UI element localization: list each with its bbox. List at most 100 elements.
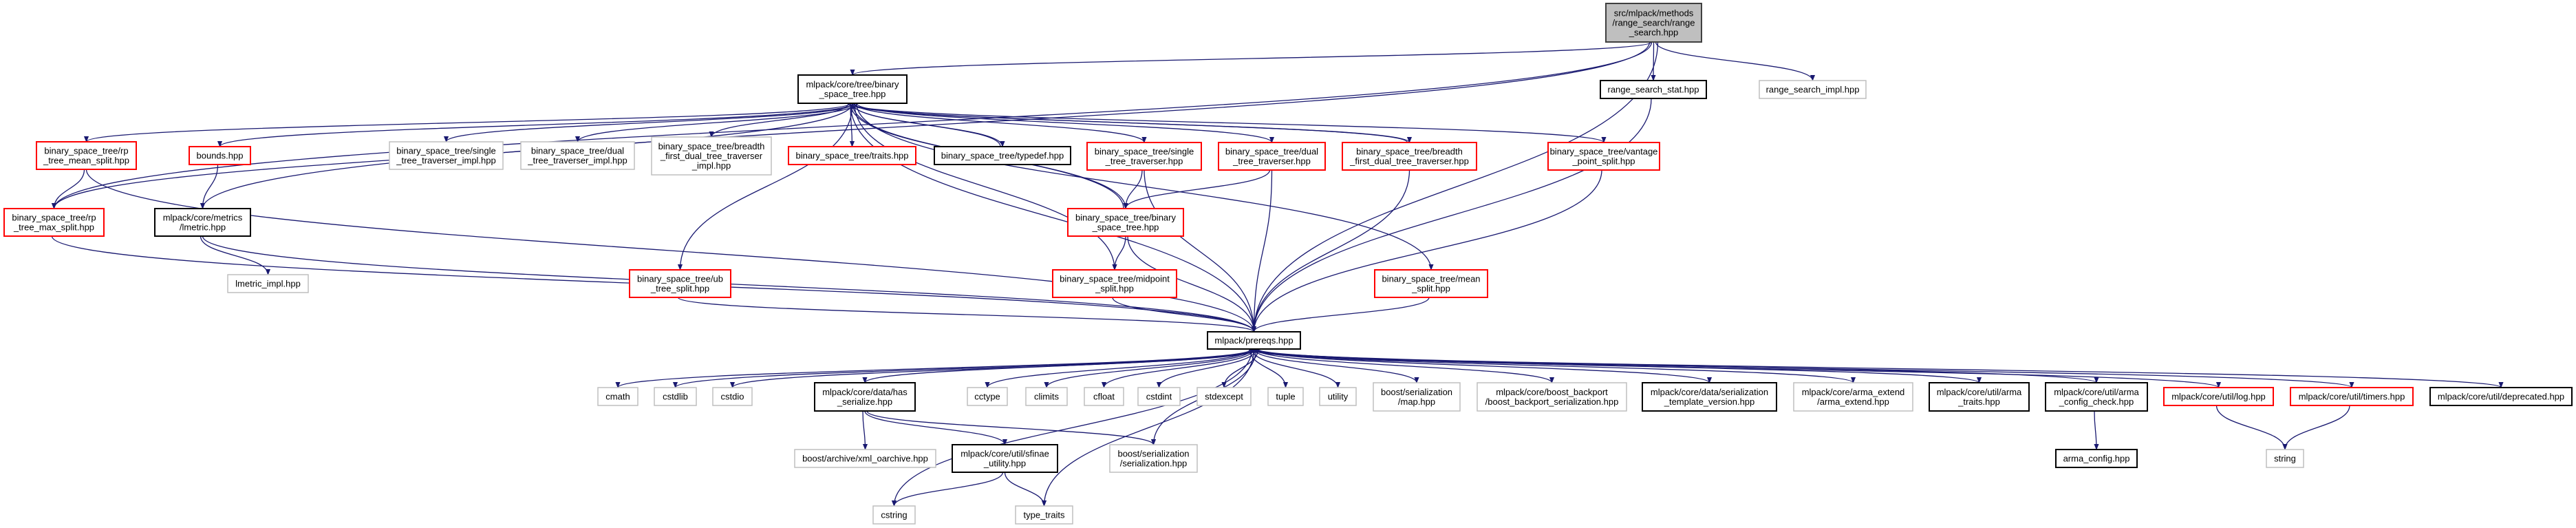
node-label: binary_space_tree/breadth xyxy=(1356,147,1463,157)
node-prereqs[interactable]: mlpack/prereqs.hpp xyxy=(1207,331,1301,350)
node-midpoint[interactable]: binary_space_tree/midpoint_split.hpp xyxy=(1052,269,1177,298)
edge-typedef-to-bst_core xyxy=(850,103,1001,147)
node-cstdlib[interactable]: cstdlib xyxy=(654,387,697,406)
node-sfinae[interactable]: mlpack/core/util/sfinae_utility.hpp xyxy=(952,444,1058,473)
node-box xyxy=(2266,449,2304,468)
node-rs_impl[interactable]: range_search_impl.hpp xyxy=(1759,80,1867,99)
node-breadth_trav[interactable]: binary_space_tree/breadth_first_dual_tre… xyxy=(1342,142,1477,171)
edge-prereqs-to-arma_extend xyxy=(1249,348,1856,383)
node-label: src/mlpack/methods xyxy=(1614,8,1694,19)
node-backport[interactable]: mlpack/core/boost_backport/boost_backpor… xyxy=(1477,382,1627,412)
node-box xyxy=(797,74,908,104)
node-box xyxy=(1084,387,1124,406)
node-label: _tree_traverser_impl.hpp xyxy=(527,156,627,166)
node-label: mlpack/core/tree/binary xyxy=(806,79,899,89)
node-label: _first_dual_tree_traverser.hpp xyxy=(1349,156,1469,167)
node-cstdio[interactable]: cstdio xyxy=(712,387,753,406)
node-rs_stat[interactable]: range_search_stat.hpp xyxy=(1600,80,1707,99)
node-label: /map.hpp xyxy=(1398,397,1435,407)
node-label: binary_space_tree/vantage xyxy=(1550,147,1658,157)
node-label: _split.hpp xyxy=(1411,284,1450,294)
node-box xyxy=(712,387,753,406)
node-box xyxy=(36,141,137,170)
edge-prereqs-to-cfloat xyxy=(1101,348,1255,388)
node-label: mlpack/core/util/deprecated.hpp xyxy=(2438,392,2564,402)
edge-prereqs-to-map xyxy=(1253,348,1419,383)
node-single_impl[interactable]: binary_space_tree/single_tree_traverser_… xyxy=(389,141,504,170)
node-traits[interactable]: binary_space_tree/traits.hpp xyxy=(788,146,916,165)
node-tmpl_version[interactable]: mlpack/core/data/serialization_template_… xyxy=(1642,382,1777,412)
node-rp_max[interactable]: binary_space_tree/rp_tree_max_split.hpp xyxy=(3,208,105,237)
node-label: boost/serialization xyxy=(1381,387,1452,397)
node-dual_trav[interactable]: binary_space_tree/dual_tree_traverser.hp… xyxy=(1218,142,1326,171)
node-label: cstdio xyxy=(721,392,744,402)
edge-prereqs-to-cctype xyxy=(985,348,1251,388)
node-box xyxy=(1052,269,1177,298)
node-typedef[interactable]: binary_space_tree/typedef.hpp xyxy=(934,146,1071,165)
node-single_trav[interactable]: binary_space_tree/single_tree_traverser.… xyxy=(1086,142,1202,171)
node-cfloat[interactable]: cfloat xyxy=(1084,387,1124,406)
node-bounds[interactable]: bounds.hpp xyxy=(189,146,251,165)
node-box xyxy=(814,382,916,412)
node-arma_config[interactable]: arma_config.hpp xyxy=(2055,449,2138,468)
node-type_traits[interactable]: type_traits xyxy=(1015,505,1073,525)
node-cstdint[interactable]: cstdint xyxy=(1137,387,1181,406)
edge-bst_red-to-prereqs xyxy=(1127,235,1257,332)
node-vantage[interactable]: binary_space_tree/vantage_point_split.hp… xyxy=(1547,142,1660,171)
node-tuple[interactable]: tuple xyxy=(1267,387,1304,406)
node-bst_red[interactable]: binary_space_tree/binary_space_tree.hpp xyxy=(1067,208,1184,237)
node-stdexcept[interactable]: stdexcept xyxy=(1196,387,1252,406)
node-bst_core[interactable]: mlpack/core/tree/binary_space_tree.hpp xyxy=(797,74,908,104)
node-label: /serialization.hpp xyxy=(1120,458,1188,469)
node-label: mlpack/core/data/has xyxy=(822,387,908,397)
node-arma_extend[interactable]: mlpack/core/arma_extend/arma_extend.hpp xyxy=(1793,382,1913,412)
node-root[interactable]: src/mlpack/methods/range_search/range_se… xyxy=(1605,3,1702,43)
node-log[interactable]: mlpack/core/util/log.hpp xyxy=(2163,387,2274,406)
node-label: _first_dual_tree_traverser xyxy=(660,151,763,161)
node-xml_oarchive[interactable]: boost/archive/xml_oarchive.hpp xyxy=(794,449,936,468)
node-rp_mean[interactable]: binary_space_tree/rp_tree_mean_split.hpp xyxy=(36,141,137,170)
node-breadth_impl[interactable]: binary_space_tree/breadth_first_dual_tre… xyxy=(651,136,772,176)
edge-dual_trav-to-prereqs xyxy=(1251,169,1273,332)
node-box xyxy=(1759,80,1867,99)
node-arma_config_check[interactable]: mlpack/core/util/arma_config_check.hpp xyxy=(2045,382,2148,412)
node-has_serialize[interactable]: mlpack/core/data/has_serialize.hpp xyxy=(814,382,916,412)
node-label: bounds.hpp xyxy=(197,151,244,161)
node-label: boost/archive/xml_oarchive.hpp xyxy=(802,454,928,464)
node-ub_split[interactable]: binary_space_tree/ub_tree_split.hpp xyxy=(629,269,731,298)
edge-bst_core-to-single_impl xyxy=(444,103,855,142)
edge-rp_mean-to-rp_max xyxy=(51,169,85,209)
node-cstring[interactable]: cstring xyxy=(872,505,916,525)
node-timers[interactable]: mlpack/core/util/timers.hpp xyxy=(2290,387,2414,406)
edge-root-to-rs_stat xyxy=(1651,41,1656,81)
edge-prereqs-to-cstdlib xyxy=(673,348,1255,388)
node-box xyxy=(1267,387,1304,406)
node-box xyxy=(189,146,251,165)
node-label: _point_split.hpp xyxy=(1571,156,1635,167)
edge-prereqs-to-backport xyxy=(1255,348,1554,383)
node-serialization[interactable]: boost/serialization/serialization.hpp xyxy=(1109,444,1198,473)
node-label: climits xyxy=(1034,392,1060,402)
edge-prereqs-to-cstring xyxy=(891,348,1253,507)
node-label: utility xyxy=(1328,392,1349,402)
node-map[interactable]: boost/serialization/map.hpp xyxy=(1373,382,1461,412)
node-label: arma_config.hpp xyxy=(2063,454,2130,464)
node-deprecated[interactable]: mlpack/core/util/deprecated.hpp xyxy=(2429,387,2573,406)
node-dual_impl[interactable]: binary_space_tree/dual_tree_traverser_im… xyxy=(520,141,635,170)
node-utility[interactable]: utility xyxy=(1319,387,1357,406)
node-label: _impl.hpp xyxy=(691,160,731,171)
node-climits[interactable]: climits xyxy=(1025,387,1068,406)
node-box xyxy=(1342,142,1477,171)
node-lmetric[interactable]: mlpack/core/metrics/lmetric.hpp xyxy=(154,208,251,237)
node-cctype[interactable]: cctype xyxy=(967,387,1008,406)
edge-single_trav-to-prereqs xyxy=(1144,169,1257,332)
edge-mean_split-to-prereqs xyxy=(1251,297,1430,332)
node-lmetric_impl[interactable]: lmetric_impl.hpp xyxy=(227,274,309,293)
node-mean_split[interactable]: binary_space_tree/mean_split.hpp xyxy=(1374,269,1488,298)
node-arma_traits[interactable]: mlpack/core/util/arma_traits.hpp xyxy=(1929,382,2030,412)
node-cmath[interactable]: cmath xyxy=(597,387,638,406)
edge-has_serialize-to-sfinae xyxy=(864,410,1008,445)
node-string[interactable]: string xyxy=(2266,449,2304,468)
node-label: mlpack/core/data/serialization xyxy=(1651,387,1768,397)
node-box xyxy=(934,146,1071,165)
